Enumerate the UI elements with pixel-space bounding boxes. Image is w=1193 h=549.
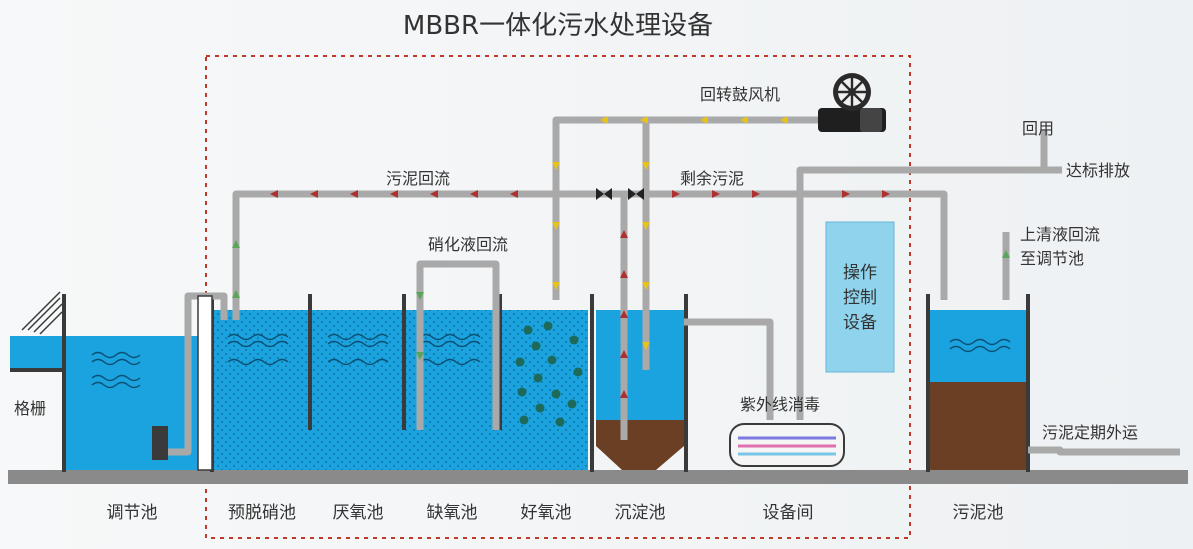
tank-label: 污泥池: [953, 503, 1004, 523]
fan-icon: [833, 73, 871, 111]
treatment-water-dots: [212, 310, 588, 470]
grille-icon: [21, 291, 63, 335]
tank-label: 缺氧池: [427, 503, 478, 523]
excess-sludge-label: 剩余污泥: [680, 169, 744, 188]
tank-label: 预脱硝池: [228, 503, 296, 523]
return-arrows: [232, 240, 1010, 360]
control-panel: [825, 221, 895, 373]
control-label-2: 控制: [843, 288, 877, 308]
tank-label: 好氧池: [521, 503, 572, 523]
aerobic-media: [515, 321, 583, 427]
tank-label: 设备间: [763, 503, 814, 523]
nitrate-return-label: 硝化液回流: [428, 235, 508, 254]
tank-label: 沉淀池: [615, 503, 666, 523]
control-label-1: 操作: [843, 263, 877, 283]
page-title: MBBR一体化污水处理设备: [403, 11, 713, 41]
tank-label: 调节池: [107, 503, 158, 523]
grille-label: 格栅: [14, 399, 46, 418]
discharge-label: 达标排放: [1066, 161, 1130, 180]
water-waves: [91, 333, 1011, 389]
air-arrows: [552, 116, 788, 350]
reuse-label: 回用: [1022, 119, 1054, 138]
sludge-tank-sludge: [928, 382, 1028, 470]
tank-label: 厌氧池: [333, 503, 384, 523]
settling-tank-water: [596, 310, 684, 420]
valve-icon: [596, 188, 644, 200]
settling-tank-sludge: [596, 420, 684, 470]
lift-pump: [152, 426, 168, 460]
blower-label: 回转鼓风机: [700, 85, 780, 104]
sludge-tank-water: [928, 310, 1028, 382]
inlet-column: [197, 295, 213, 471]
flow-arrows: [270, 190, 890, 398]
control-label-3: 设备: [843, 313, 877, 333]
sludge-return-label: 污泥回流: [386, 169, 450, 188]
blower: [818, 108, 886, 132]
sludge-outbound-label: 污泥定期外运: [1042, 423, 1138, 442]
equipment-boundary: [205, 55, 911, 539]
supernatant-label-2: 至调节池: [1020, 249, 1084, 268]
inlet-channel-water: [10, 336, 64, 370]
ground-base: [8, 470, 1188, 484]
uv-label: 紫外线消毒: [740, 395, 820, 414]
adjustment-tank-water: [64, 336, 202, 470]
uv-unit: [729, 423, 845, 467]
tank-walls: [62, 294, 1030, 472]
supernatant-label-1: 上清液回流: [1020, 225, 1100, 244]
